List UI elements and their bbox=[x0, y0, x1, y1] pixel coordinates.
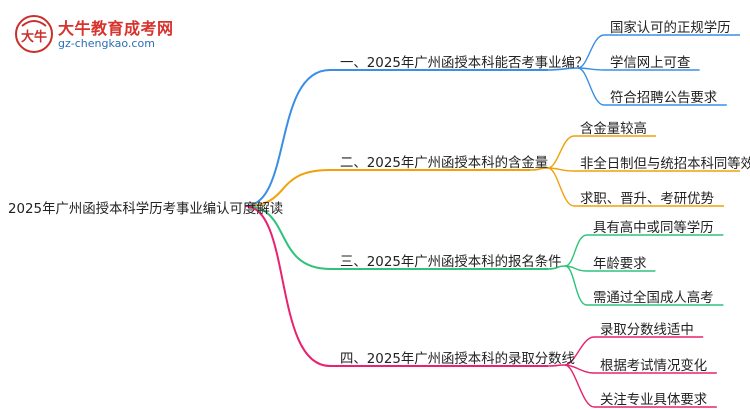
leaf-connector-4-3 bbox=[564, 364, 595, 408]
leaf-node: 学信网上可查 bbox=[610, 56, 691, 71]
branch-label-2: 二、2025年广州函授本科的含金量 bbox=[340, 156, 549, 171]
leaf-node: 关注专业具体要求 bbox=[600, 393, 708, 408]
leaf-node: 非全日制但与统招本科同等效力 bbox=[580, 157, 750, 172]
leaf-node: 录取分数线适中 bbox=[600, 323, 694, 338]
logo-name: 大牛教育成考网 bbox=[58, 19, 174, 38]
leaf-connector-3-3 bbox=[564, 265, 588, 306]
leaf-connector-4-1 bbox=[564, 336, 595, 366]
branch-connector-1 bbox=[244, 69, 331, 207]
leaf-node: 含金量较高 bbox=[580, 122, 647, 137]
leaf-connector-1-1 bbox=[577, 34, 605, 69]
leaf-connector-3-1 bbox=[564, 234, 588, 267]
leaf-node: 国家认可的正规学历 bbox=[610, 21, 731, 36]
branch-fork-3 bbox=[547, 265, 566, 270]
leaf-connector-1-3 bbox=[577, 67, 605, 106]
branch-connector-2 bbox=[244, 169, 331, 207]
branch-label-3: 三、2025年广州函授本科的报名条件 bbox=[340, 255, 562, 270]
leaf-connector-2-1 bbox=[547, 135, 575, 169]
leaf-connector-2-3 bbox=[547, 167, 575, 207]
leaf-node: 求职、晋升、考研优势 bbox=[580, 192, 714, 207]
site-logo[interactable]: 大牛 大牛教育成考网 gz-chengkao.com bbox=[14, 12, 173, 56]
niu-logo-icon: 大牛 bbox=[15, 15, 53, 53]
logo-mark-text: 大牛 bbox=[21, 29, 47, 45]
mindmap-root-label: 2025年广州函授本科学历考事业编认可度解读 bbox=[8, 202, 284, 217]
branch-connector-4 bbox=[244, 205, 331, 367]
leaf-node: 符合招聘公告要求 bbox=[610, 91, 718, 106]
leaf-node: 年龄要求 bbox=[593, 257, 647, 272]
logo-url: gz-chengkao.com bbox=[58, 37, 155, 50]
branch-label-1: 一、2025年广州函授本科能否考事业编？ bbox=[340, 56, 589, 71]
branch-fork-4 bbox=[547, 364, 566, 367]
leaf-node: 具有高中或同等学历 bbox=[593, 221, 714, 236]
branch-fork-1 bbox=[547, 67, 579, 71]
branch-fork-2 bbox=[529, 167, 549, 171]
leaf-node: 需通过全国成人高考 bbox=[593, 291, 714, 306]
branch-label-4: 四、2025年广州函授本科的录取分数线 bbox=[340, 352, 575, 367]
leaf-node: 根据考试情况变化 bbox=[600, 359, 708, 374]
branch-connector-3 bbox=[244, 205, 331, 270]
